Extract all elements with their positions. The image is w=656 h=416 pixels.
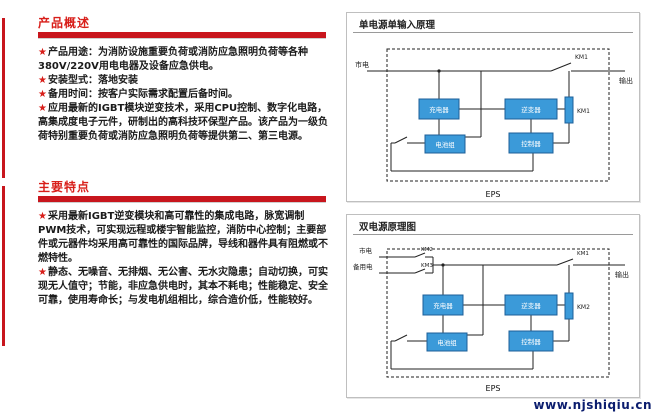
overview-item: ★应用最新的IGBT模块逆变技术，采用CPU控制、数字化电路，高集成度电子元件，… (38, 103, 328, 142)
inverter-box (504, 294, 558, 316)
svg-text:逆变器: 逆变器 (521, 301, 541, 310)
overview-text: ★产品用途：为消防设施重要负荷或消防应急照明负荷等各种380V/220V用电电器… (38, 46, 328, 144)
svg-text:充电器: 充电器 (429, 105, 449, 114)
features-title: 主要特点 (38, 180, 91, 194)
features-rule (38, 196, 326, 203)
overview-rule (38, 32, 326, 39)
eps-enclosure (386, 248, 610, 378)
svg-text:KM2: KM2 (421, 247, 433, 253)
svg-text:KM1: KM1 (577, 108, 590, 115)
site-watermark: www.njshiqiu.cn (533, 398, 652, 412)
single-source-panel: 单电源单输入原理 市电 KM1 输出 充电器 逆变器 电池组 (346, 12, 640, 202)
battery-switch (394, 334, 408, 342)
single-source-diagram: 市电 KM1 输出 充电器 逆变器 电池组 控制器 KM1 (355, 48, 633, 199)
overview-title: 产品概述 (38, 16, 91, 30)
overview-item: ★安装型式：落地安装 (38, 75, 138, 86)
features-item: ★静态、无噪音、无排烟、无公害、无水灾隐患；自动切换，可实现无人值守；节能，非应… (38, 267, 328, 306)
km1-switch (556, 258, 574, 266)
single-diagram-title: 单电源单输入原理 (359, 20, 436, 31)
km2-coil (564, 292, 574, 320)
accent-bar (2, 186, 5, 346)
svg-text:KM2: KM2 (577, 304, 590, 311)
mains-label: 市电 (355, 60, 369, 69)
controller-box (508, 132, 554, 154)
left-column: 产品概述 ★产品用途：为消防设施重要负荷或消防应急照明负荷等各种380V/220… (2, 16, 328, 346)
backup-label: 备用电 (353, 262, 373, 271)
svg-text:控制器: 控制器 (521, 139, 541, 148)
accent-bar (2, 18, 5, 178)
charger-box (422, 294, 464, 316)
eps-label: EPS (486, 384, 501, 393)
km1-coil (564, 96, 574, 124)
km3-switch (414, 268, 426, 274)
inverter-box (504, 98, 558, 120)
overview-item: ★产品用途：为消防设施重要负荷或消防应急照明负荷等各种380V/220V用电电器… (38, 47, 308, 72)
output-label: 输出 (619, 76, 633, 85)
mains-label: 市电 (359, 246, 373, 255)
eps-enclosure (386, 48, 610, 182)
svg-text:充电器: 充电器 (433, 301, 453, 310)
eps-label: EPS (486, 190, 501, 199)
charger-box (418, 98, 460, 120)
dual-source-panel: 双电源原理图 市电 备用电 KM2 KM3 KM1 输出 (346, 214, 640, 398)
svg-text:KM1: KM1 (577, 251, 589, 257)
controller-box (508, 330, 554, 352)
dual-source-diagram: 市电 备用电 KM2 KM3 KM1 输出 充电器 (353, 246, 629, 393)
svg-text:电池组: 电池组 (437, 338, 457, 347)
svg-text:电池组: 电池组 (435, 140, 455, 149)
battery-switch (394, 136, 408, 144)
battery-box (426, 332, 468, 352)
overview-item: ★备用时间：按客户实际需求配置后备时间。 (38, 89, 238, 100)
km2-switch (414, 252, 426, 258)
dual-diagram-title: 双电源原理图 (359, 222, 417, 233)
svg-text:控制器: 控制器 (521, 337, 541, 346)
battery-box (424, 134, 466, 154)
features-text: ★采用最新IGBT逆变模块和高可靠性的集成电路，脉宽调制PWM技术，可实现远程或… (38, 210, 328, 308)
km1-switch (550, 62, 572, 72)
features-item: ★采用最新IGBT逆变模块和高可靠性的集成电路，脉宽调制PWM技术，可实现远程或… (38, 211, 328, 264)
svg-text:逆变器: 逆变器 (521, 105, 541, 114)
output-label: 输出 (615, 270, 629, 279)
svg-text:KM3: KM3 (421, 263, 433, 269)
svg-text:KM1: KM1 (575, 54, 588, 61)
